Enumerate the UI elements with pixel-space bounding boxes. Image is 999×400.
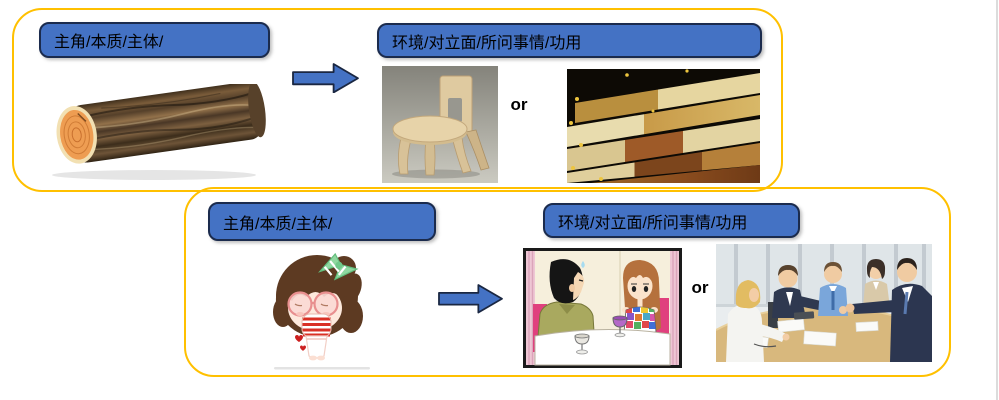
object-label-top: 环境/对立面/所问事情/功用 (377, 23, 762, 58)
business-meeting-image (716, 244, 932, 362)
cartoon-girl-image (262, 246, 402, 372)
subject-label-bottom: 主角/本质/主体/ (208, 202, 436, 241)
object-label-bottom: 环境/对立面/所问事情/功用 (543, 203, 800, 238)
arrow-icon-bottom (438, 284, 503, 314)
frame-bottom-group (184, 187, 951, 377)
subject-label-top: 主角/本质/主体/ (39, 22, 270, 58)
slide-right-edge (996, 0, 998, 400)
or-text-bottom: or (691, 278, 709, 297)
wood-log-image (36, 84, 274, 182)
wood-flooring-image (567, 69, 760, 183)
arrow-icon-top (292, 63, 359, 94)
or-text-top: or (510, 95, 528, 114)
frame-top-group (12, 8, 783, 192)
wooden-chair-image (382, 66, 498, 183)
comic-date-image (523, 248, 682, 368)
